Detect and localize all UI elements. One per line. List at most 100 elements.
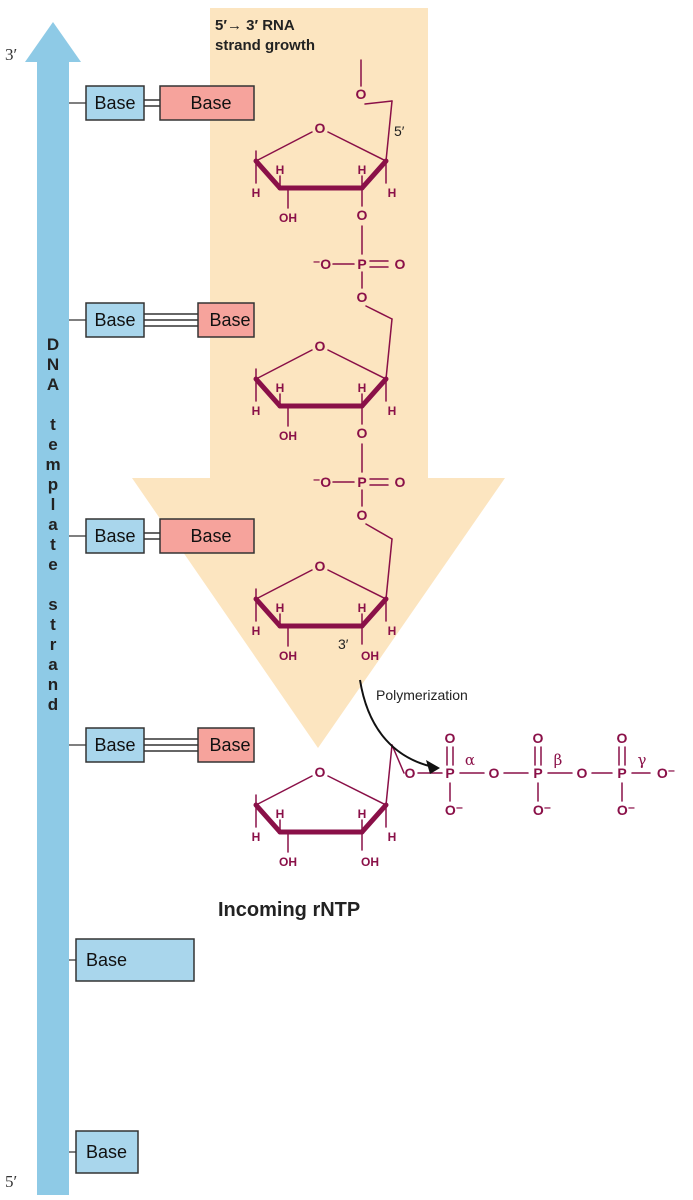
double-bond-oxygen: O [395, 474, 406, 490]
double-bond-oxygen: O [445, 730, 456, 746]
polymerization-label: Polymerization [376, 687, 468, 703]
hydrogen-label: H [358, 807, 367, 821]
phosphorus-label: P [357, 474, 366, 490]
phosphodiester-bond: P ⁻O O O [313, 225, 406, 320]
rna-base-box [159, 85, 255, 121]
backbone-oxygen: O [357, 507, 368, 523]
dna-label-letter: t [50, 415, 56, 434]
terminal-oxygen-label: O⁻ [657, 765, 675, 781]
dna-base-label: Base [94, 735, 135, 755]
dna-base-box [85, 518, 145, 554]
charged-oxygen-label: O⁻ [617, 802, 635, 818]
dna-label-letter: d [48, 695, 58, 714]
hydrogen-label: H [276, 601, 285, 615]
unpaired-dna-base: Base [69, 1130, 139, 1174]
dna-label-letter: s [48, 595, 57, 614]
dna-base-box [85, 302, 145, 338]
charged-oxygen-label: ⁻O [313, 256, 331, 272]
dna-label-letter: D [47, 335, 59, 354]
hydroxyl-label: OH [279, 855, 297, 869]
curved-arrow-icon [359, 679, 440, 774]
hydrogen-label: H [388, 404, 397, 418]
dna-label-letter: e [48, 435, 57, 454]
alpha-ester-oxygen: O [405, 765, 416, 781]
rna-base-box [197, 302, 255, 338]
phosphate-group: PγO O⁻ O⁻ [617, 730, 676, 818]
dna-label-letter: n [48, 675, 58, 694]
hydrogen-label: H [252, 624, 261, 638]
dna-label-letter: t [50, 615, 56, 634]
five-prime-label: 5′ [394, 123, 405, 139]
dna-base-label: Base [86, 950, 127, 970]
hydroxyl-label: OH [361, 649, 379, 663]
growth-title-line1: 5′→ 3′ RNA [215, 17, 295, 34]
hydrogen-label: H [388, 830, 397, 844]
prime-3-top: 3′ [5, 45, 17, 64]
base-pair: Base Base [69, 302, 255, 338]
double-bond-oxygen: O [617, 730, 628, 746]
hydrogen-label: H [252, 404, 261, 418]
dna-base-label: Base [94, 93, 135, 113]
backbone-oxygen: O [357, 425, 368, 441]
hydrogen-label: H [276, 381, 285, 395]
dna-label-letter: N [47, 355, 59, 374]
dna-label-letter: m [45, 455, 60, 474]
hydrogen-label: H [388, 624, 397, 638]
dna-label-letter: e [48, 555, 57, 574]
hydrogen-label: H [252, 186, 261, 200]
hydroxyl-label: OH [279, 649, 297, 663]
hydrogen-label: H [276, 163, 285, 177]
dna-label-letter: r [50, 635, 57, 654]
dna-label-letter: l [51, 495, 56, 514]
ring-oxygen: O [315, 558, 326, 574]
prime-5-bottom: 5′ [5, 1172, 17, 1191]
dna-template-strand [25, 22, 81, 1195]
double-bond-oxygen: O [395, 256, 406, 272]
rna-base-label: Base [209, 310, 250, 330]
hydroxyl-label: OH [279, 429, 297, 443]
charged-oxygen-label: O⁻ [533, 802, 551, 818]
ring-oxygen: O [315, 338, 326, 354]
phosphorus-label: P [445, 765, 454, 781]
dna-label-letter: A [47, 375, 59, 394]
ring-oxygen: O [315, 764, 326, 780]
backbone-oxygen: O [356, 86, 367, 102]
hydrogen-label: H [388, 186, 397, 200]
dna-base-box [85, 727, 145, 763]
backbone-oxygen: O [357, 289, 368, 305]
hydroxyl-label: OH [361, 855, 379, 869]
phosphorus-label: P [533, 765, 542, 781]
hydrogen-label: H [358, 601, 367, 615]
dna-base-label: Base [94, 526, 135, 546]
dna-base-label: Base [94, 310, 135, 330]
base-pair: Base Base [69, 85, 255, 121]
rna-growth-arrow [132, 8, 505, 748]
gamma-label: γ [638, 751, 647, 769]
alpha-label: α [465, 751, 475, 769]
ring-oxygen: O [315, 120, 326, 136]
growth-title-line2: strand growth [215, 37, 315, 54]
double-bond-oxygen: O [533, 730, 544, 746]
rna-base-label: Base [190, 93, 231, 113]
backbone-oxygen: O [357, 207, 368, 223]
hydrogen-label: H [358, 163, 367, 177]
rna-base-label: Base [190, 526, 231, 546]
phosphorus-label: P [357, 256, 366, 272]
phosphorus-label: P [617, 765, 626, 781]
hydroxyl-label: OH [279, 211, 297, 225]
rna-base-box [159, 518, 255, 554]
dna-base-box [85, 85, 145, 121]
incoming-rntp-label: Incoming rNTP [218, 899, 360, 921]
rna-base-box [197, 727, 255, 763]
charged-oxygen-label: O⁻ [445, 802, 463, 818]
